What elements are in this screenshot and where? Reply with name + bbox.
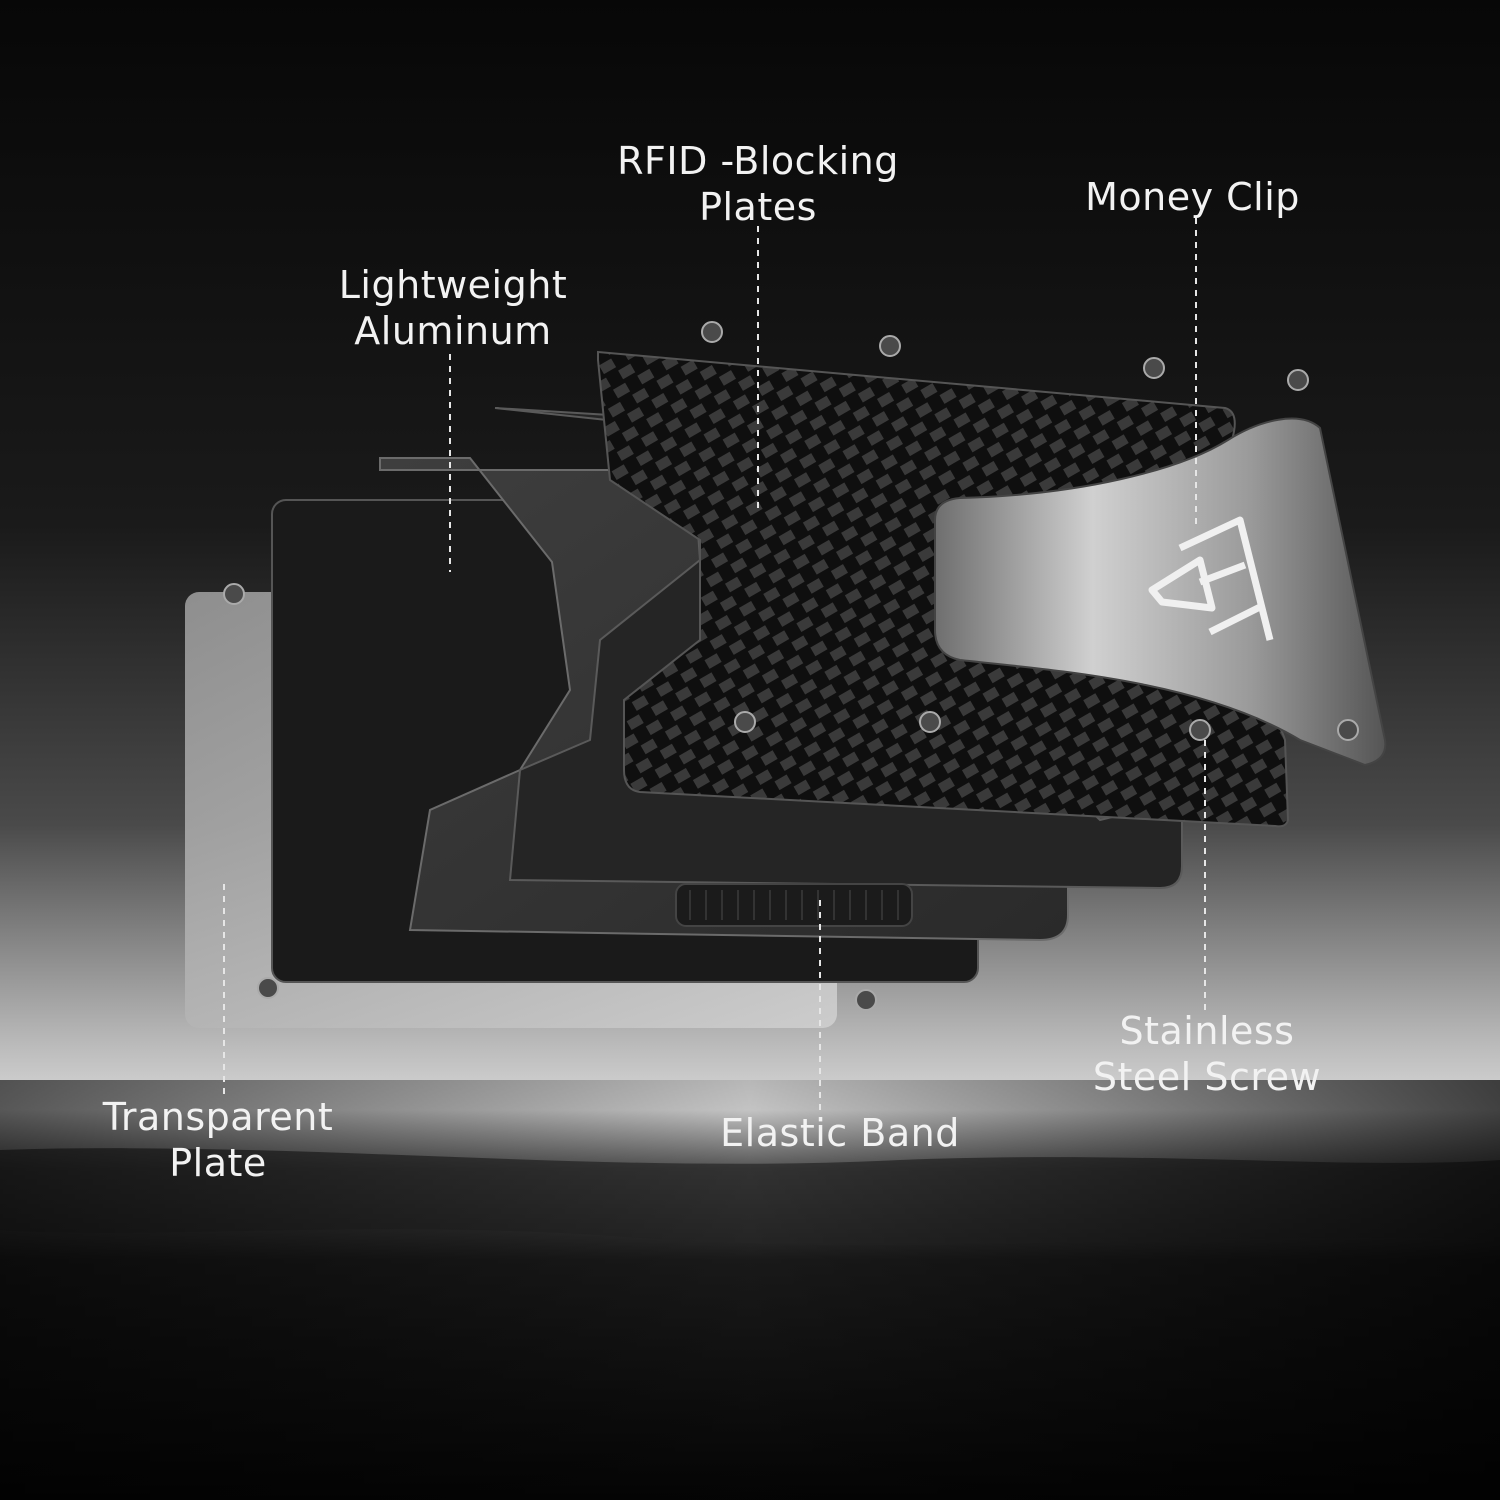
label-line: Stainless xyxy=(1119,1009,1295,1053)
label-stainless-steel-screw: Stainless Steel Screw xyxy=(1080,1008,1334,1100)
elastic-band xyxy=(675,883,913,927)
screws xyxy=(223,321,1359,1011)
label-line: Transparent xyxy=(102,1095,334,1139)
label-line: Lightweight xyxy=(338,263,568,307)
label-rfid-blocking-plates: RFID -Blocking Plates xyxy=(608,138,908,230)
label-line: Plate xyxy=(169,1141,267,1185)
label-money-clip: Money Clip xyxy=(1070,174,1315,220)
clip-logo xyxy=(1148,516,1274,641)
label-line: Money Clip xyxy=(1085,175,1300,219)
money-clip xyxy=(934,417,1387,767)
label-line: Steel Screw xyxy=(1092,1055,1322,1099)
label-line: Aluminum xyxy=(354,309,552,353)
label-lightweight-aluminum: Lightweight Aluminum xyxy=(322,262,584,354)
elastic-band-texture xyxy=(689,890,899,920)
label-line: Elastic Band xyxy=(720,1111,960,1155)
leader-lines xyxy=(223,218,1206,1112)
label-transparent-plate: Transparent Plate xyxy=(92,1094,344,1186)
label-elastic-band: Elastic Band xyxy=(712,1110,968,1156)
label-line: Plates xyxy=(699,185,817,229)
water-shade xyxy=(0,1080,1500,1500)
label-line: RFID -Blocking xyxy=(617,139,899,183)
